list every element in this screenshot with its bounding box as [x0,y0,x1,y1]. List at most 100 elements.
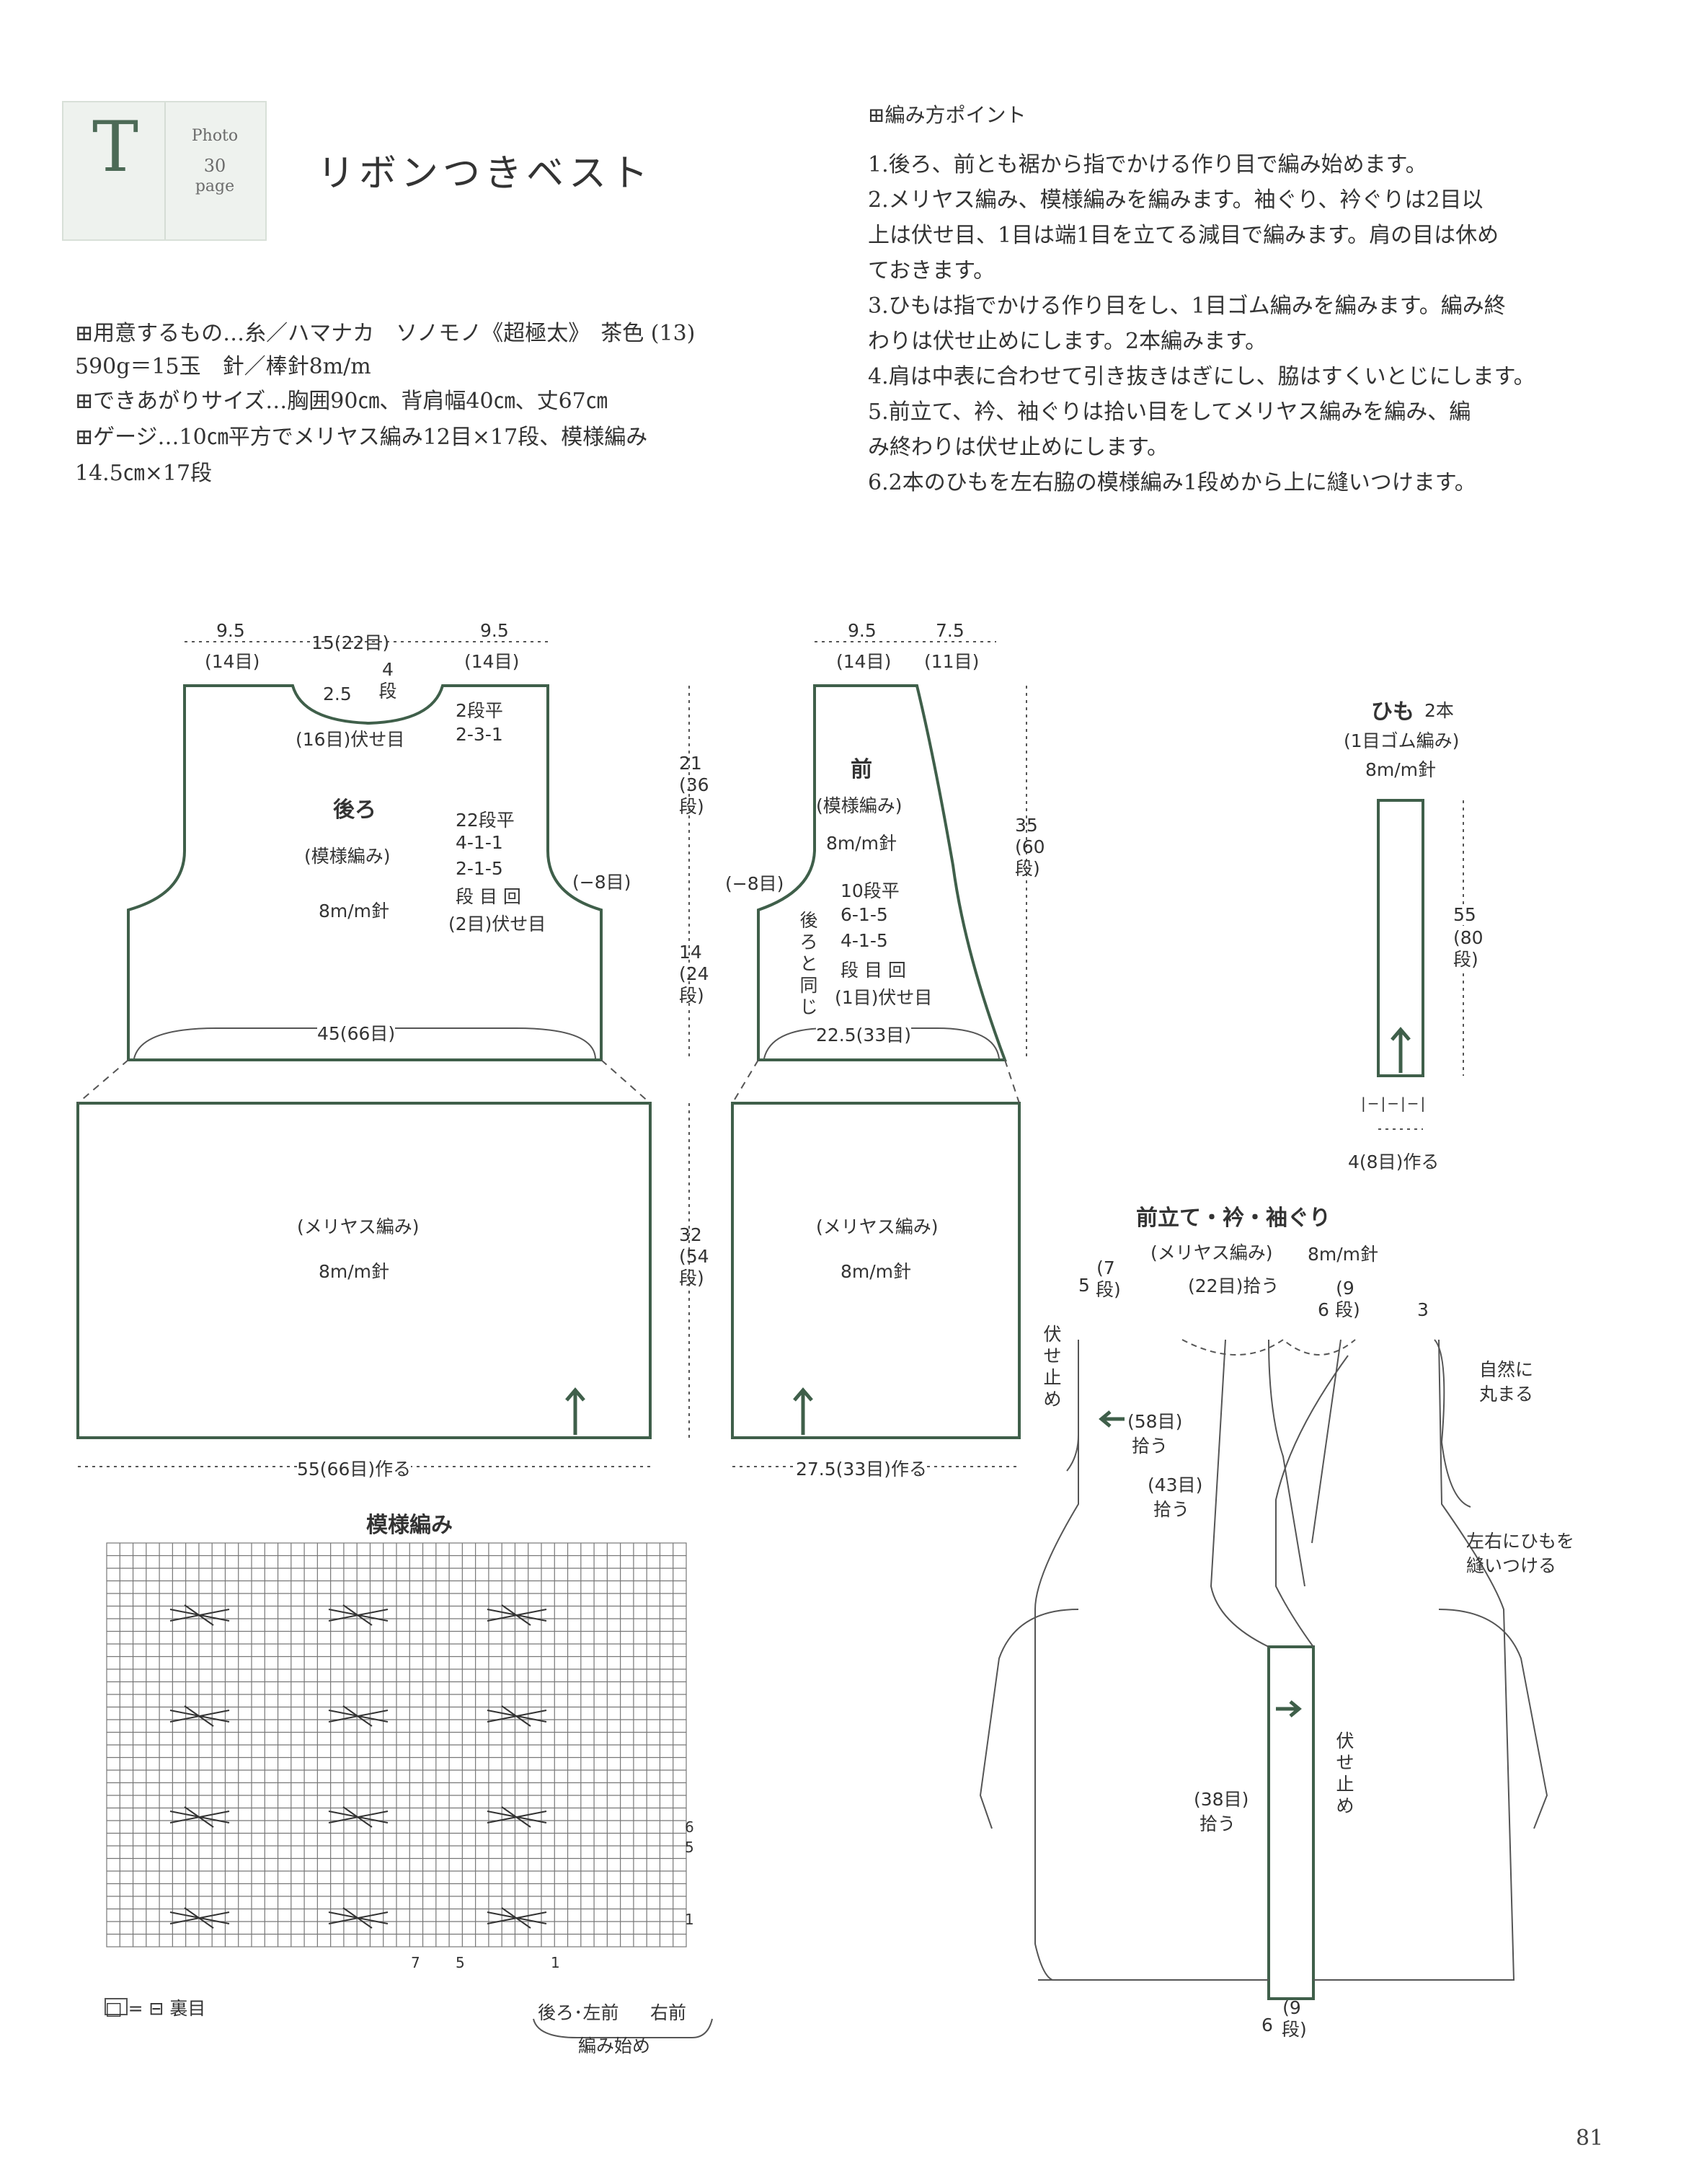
dim-label: (11目) [924,651,980,672]
start-label: 後ろ･左前 [538,2002,619,2023]
same-as-back: 後ろと同じ [799,910,818,1017]
chart-row-label: 6 [685,1818,694,1836]
chart-col-label: 1 [551,1954,560,1971]
neck-bind-label: (16目)伏せ目 [296,729,405,750]
front-needle: 8m/m針 [826,833,897,854]
dim-label: 32 [679,1224,702,1245]
point-line: 2.メリヤス編み、模様編みを編みます。袖ぐり、衿ぐりは2目以 [868,187,1484,213]
photo-label: Photo [191,127,239,145]
dim-label: 21 [679,753,702,774]
page-title: リボンつきベスト [317,152,653,195]
dim-label: 2.5 [323,684,352,704]
book-divider [164,102,166,239]
dim-label: 6 [1261,2015,1273,2035]
note-label: 左右にひもを [1466,1531,1575,1552]
cable-cross-mark [487,1907,547,1929]
tie-title: ひも [1371,699,1414,725]
dim-label: (80段) [1453,927,1484,971]
back-needle: 8m/m針 [319,901,390,921]
note-label: 丸まる [1479,1384,1534,1405]
cable-cross-mark [328,1604,389,1626]
pick-label: (38目) [1194,1789,1249,1810]
chart-col-label: 5 [456,1954,465,1971]
bind-off-label: 伏せ止め [1336,1730,1354,1816]
dim-label: 45(66目) [317,1020,396,1045]
page-number: 81 [1576,2126,1604,2151]
back-needle2: 8m/m針 [319,1261,390,1282]
dim-label: 35 [1015,815,1038,836]
point-line: 6.2本のひもを左右脇の模様編み1段めから上に縫いつけます。 [868,470,1476,495]
materials-line: 14.5㎝×17段 [75,461,213,486]
dim-label: (14目) [205,651,260,672]
dim-label: 6 [1318,1299,1329,1320]
point-line: ておきます。 [868,258,995,283]
cable-cross-mark [487,1806,547,1828]
pick-label: 拾う [1199,1813,1236,1834]
dim-label: 5 [1078,1275,1090,1296]
cable-cross-mark [328,1806,389,1828]
tie-pattern: (1目ゴム編み) [1344,730,1460,751]
dim-label: (7段) [1096,1257,1121,1300]
pick-label: (43目) [1148,1475,1203,1495]
dec-label: 4-1-5 [841,930,888,951]
point-line: わりは伏せ止めにします。2本編みます。 [868,329,1267,354]
dim-label: (14目) [836,651,892,672]
materials-line: ⊞用意するもの…糸／ハマナカ ソノモノ《超極太》 茶色 (13) [75,321,696,346]
dec-label: 2-1-5 [456,858,503,879]
dim-label: (−8目) [725,873,784,894]
tie-count: 2本 [1424,700,1454,721]
cable-cross-mark [328,1705,389,1727]
note-label: 縫いつける [1466,1555,1557,1576]
back-lower-outline [76,1102,652,1439]
dim-label: 7.5 [936,620,964,641]
materials-line: ⊞できあがりサイズ…胸囲90㎝、背肩幅40㎝、丈67㎝ [75,389,608,414]
dim-label: (9段) [1335,1278,1360,1320]
dim-label: (14目) [464,651,520,672]
point-line: 4.肩は中表に合わせて引き抜きはぎにし、脇はすくいとじにします。 [868,364,1535,389]
chart-row-label: 1 [685,1911,694,1928]
chart-row-label: 5 [685,1839,694,1856]
start-label: 編み始め [578,2035,651,2056]
ribbing-marks: |−|−|−| [1361,1095,1427,1112]
dim-label: (9段) [1282,1997,1307,2040]
dim-label: (24段) [679,963,709,1006]
front-band-strip [1267,1645,1315,2000]
back-pattern: (模様編み) [304,846,391,867]
dec-label: 22段平 [456,810,515,831]
back-stockinette: (メリヤス編み) [297,1216,420,1237]
dec-label: 4-1-1 [456,832,503,853]
pick-label: (58目) [1127,1411,1183,1432]
tie-outline [1377,799,1424,1077]
band-title: 前立て・衿・袖ぐり [1136,1206,1331,1231]
dim-label: 9.5 [848,620,877,641]
dim-label: (36段) [679,774,709,817]
chart-col-label: 7 [411,1954,420,1971]
back-title: 後ろ [333,797,376,823]
materials-line: ⊞ゲージ…10㎝平方でメリヤス編み12目×17段、模様編み [75,425,648,450]
cable-cross-mark [328,1907,389,1929]
note-label: 自然に [1479,1359,1534,1380]
dec-label: (2目)伏せ目 [448,914,546,934]
dim-label: (−8目) [572,872,631,893]
vest-outline [1034,1339,1515,1981]
dec-label: 2段平 [456,700,503,721]
front-needle2: 8m/m針 [841,1261,912,1282]
dim-label: 4段 [378,659,397,702]
collar-line [1210,1339,1349,1648]
photo-page-number: 30 [203,156,226,176]
cable-cross-mark [169,1604,230,1626]
point-line: 1.後ろ、前とも裾から指でかける作り目で編み始めます。 [868,152,1427,177]
band-needle: 8m/m針 [1308,1244,1379,1265]
cable-cross-mark [169,1705,230,1727]
dec-label: 段 目 回 [841,960,906,981]
dim-label: 9.5 [480,620,509,641]
cable-cross-mark [169,1907,230,1929]
pick-label: 拾う [1153,1499,1190,1520]
cast-on-label: 55(66目)作る [297,1455,412,1481]
pick-label: (22目)拾う [1188,1276,1280,1296]
dim-label: (54段) [679,1246,709,1288]
point-line: 3.ひもは指でかける作り目をし、1目ゴム編みを編みます。編み終 [868,293,1506,319]
dim-label: 14 [679,942,702,963]
back-upper-outline [127,684,603,1061]
